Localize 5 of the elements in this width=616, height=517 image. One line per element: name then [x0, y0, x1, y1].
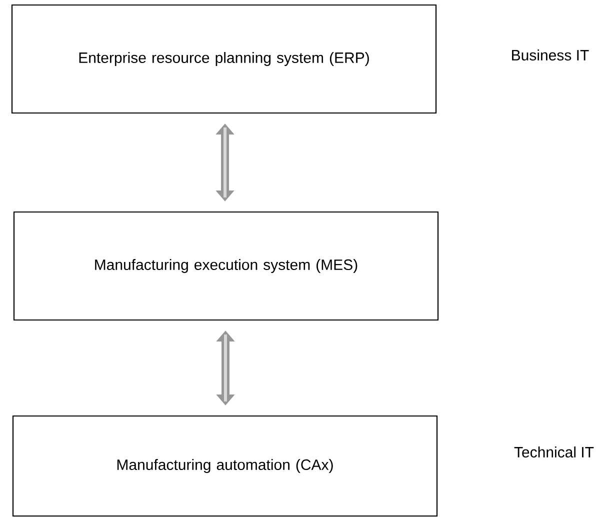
process-box: Manufacturing automation (CAx) [12, 415, 438, 517]
side-label: Business IT [512, 50, 589, 60]
process-box: Manufacturing execution system (MES) [13, 211, 439, 321]
side-label: Technical IT [514, 446, 594, 458]
process-box: Enterprise resource planning system (ERP) [11, 4, 437, 114]
